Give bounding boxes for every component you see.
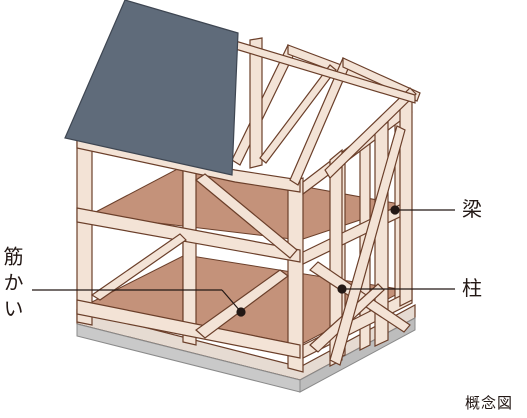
roof-frame — [231, 37, 421, 186]
roof-panel — [64, 0, 239, 176]
left-wall-frame — [76, 134, 304, 373]
beam-dot — [390, 205, 400, 215]
brace — [194, 173, 298, 259]
column — [76, 137, 93, 326]
beam-label: 梁 — [462, 197, 482, 221]
brace — [329, 125, 406, 366]
brace-dot — [236, 307, 246, 317]
column-dot — [337, 284, 347, 294]
brace — [195, 269, 290, 339]
brace — [90, 233, 187, 301]
leader-lines — [32, 205, 455, 317]
diagram-caption: 概念図 — [465, 394, 514, 412]
column-label: 柱 — [462, 276, 482, 300]
brace-label: 筋かい — [0, 246, 24, 324]
brace — [309, 261, 411, 333]
